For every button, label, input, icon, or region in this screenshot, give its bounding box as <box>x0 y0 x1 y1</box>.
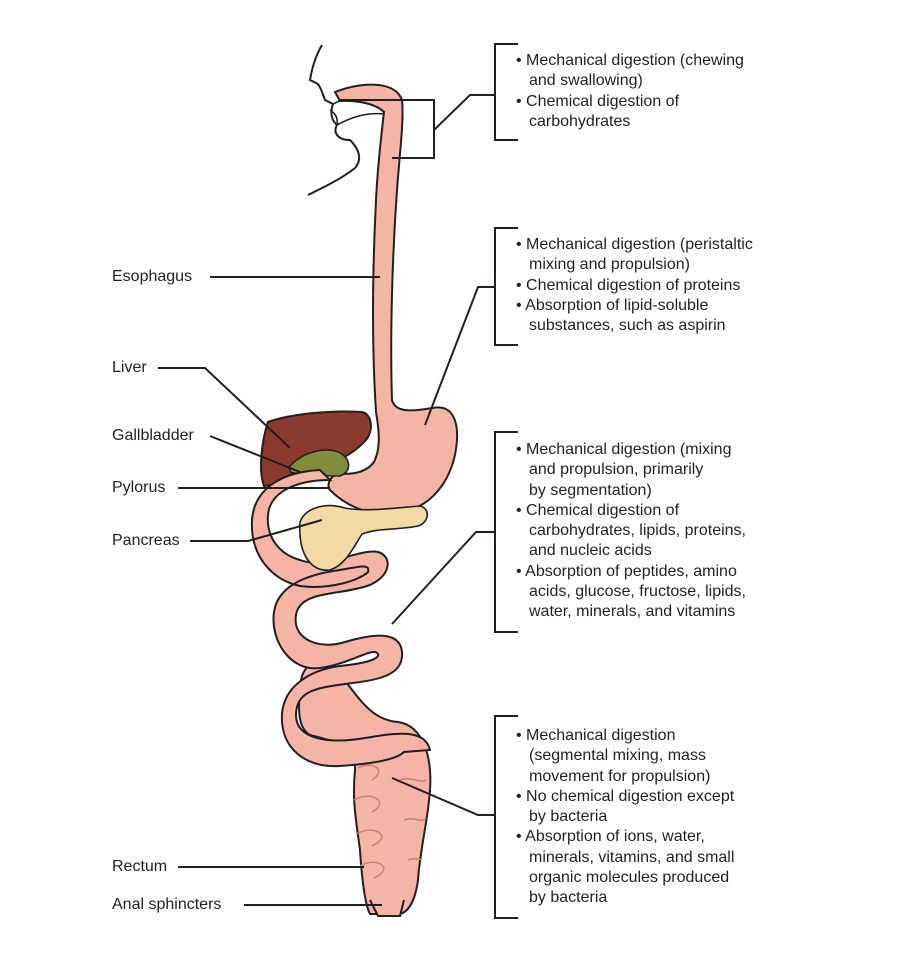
gallbladder-leader-line <box>209 435 301 473</box>
small-intestine-leader <box>391 531 495 625</box>
large-intestine-bracket <box>494 715 518 919</box>
stomach-bracket <box>494 227 518 346</box>
pancreas-label: Pancreas <box>112 532 180 549</box>
large-intestine-leader <box>391 777 495 816</box>
rectum-label: Rectum <box>112 858 168 875</box>
description-item: • No chemical digestion except by bacter… <box>516 787 735 826</box>
large-intestine-description: • Mechanical digestion (segmental mixing… <box>516 726 806 909</box>
anal-sphincters-label: Anal sphincters <box>112 896 222 913</box>
esophagus-label: Esophagus <box>112 268 193 285</box>
liver-leader-line <box>158 367 291 449</box>
description-item: • Chemical digestion of carbohydrates, l… <box>516 501 746 560</box>
mouth-region-box <box>338 99 435 159</box>
small-intestine-bracket <box>494 431 518 633</box>
colon-folds <box>353 764 427 879</box>
mouth-leader <box>433 94 495 131</box>
liver-label: Liver <box>112 359 147 376</box>
large-intestine <box>298 661 432 915</box>
description-item: • Absorption of peptides, amino acids, g… <box>516 562 746 621</box>
description-item: • Mechanical digestion (mixing and propu… <box>516 441 732 499</box>
description-item: • Mechanical digestion (peristaltic mixi… <box>516 236 753 274</box>
description-item: • Chemical digestion of proteins <box>516 276 741 294</box>
stomach-leader <box>424 286 495 426</box>
small-intestine-description: • Mechanical digestion (mixing and propu… <box>516 440 806 623</box>
face-profile-outline <box>307 44 361 196</box>
description-item: • Absorption of lipid-soluble substances… <box>516 296 726 335</box>
right-brackets <box>338 43 518 919</box>
pancreas-leader-line <box>190 519 323 542</box>
description-item: • Mechanical digestion (segmental mixing… <box>516 727 711 785</box>
gallbladder-label: Gallbladder <box>112 427 194 444</box>
pancreas <box>299 504 429 571</box>
mouth-description: • Mechanical digestion (chewing and swal… <box>516 51 806 132</box>
description-item: • Absorption of ions, water, minerals, v… <box>516 828 735 907</box>
small-intestine <box>250 468 432 768</box>
left-leader-lines <box>158 276 382 906</box>
stomach-description: • Mechanical digestion (peristaltic mixi… <box>516 235 806 336</box>
pylorus-label: Pylorus <box>112 479 166 496</box>
mouth-bracket <box>494 43 518 141</box>
description-item: • Chemical digestion of carbohydrates <box>516 92 680 130</box>
description-item: • Mechanical digestion (chewing and swal… <box>516 52 744 90</box>
